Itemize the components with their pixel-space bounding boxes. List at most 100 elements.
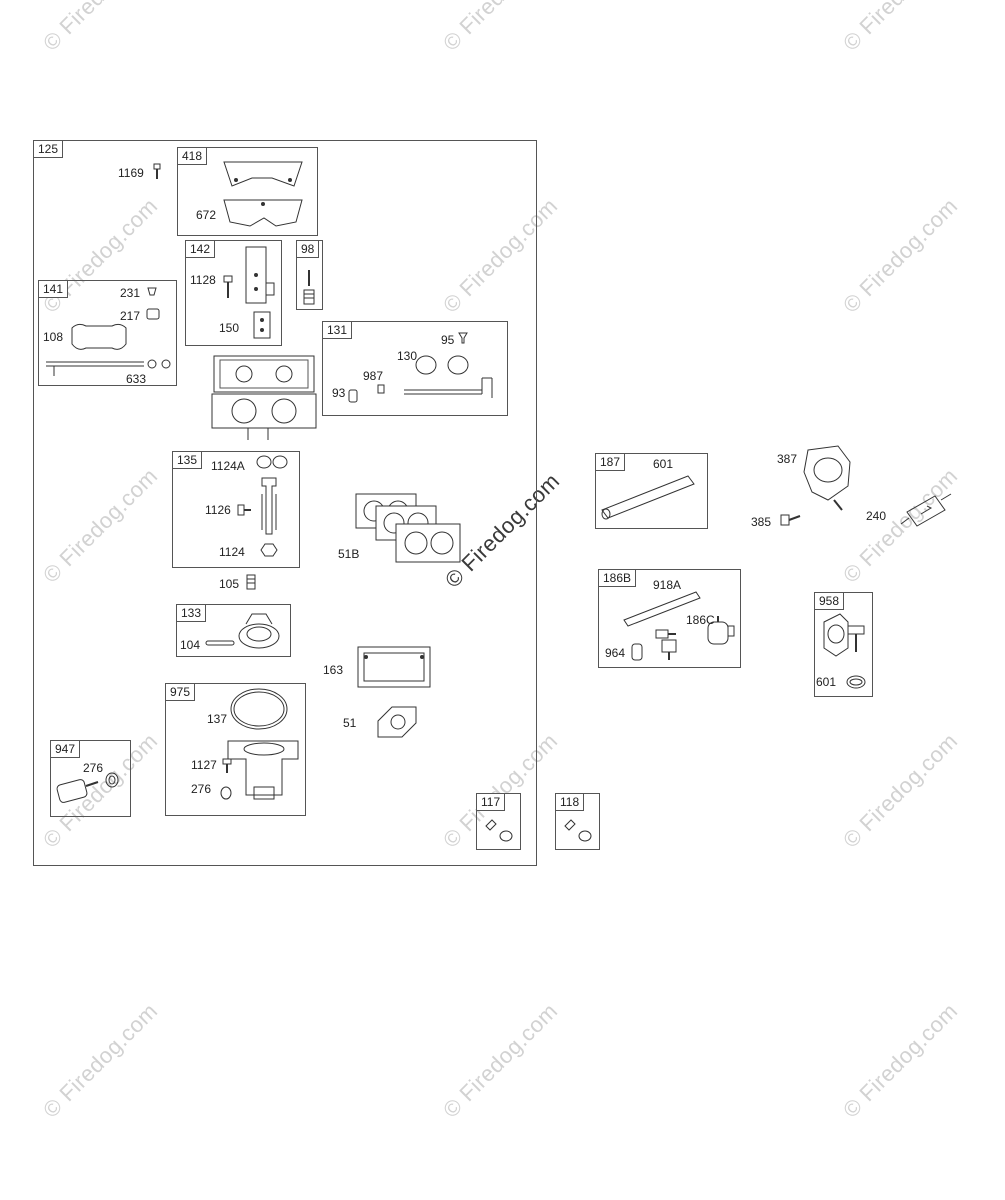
part-label-964: 964 bbox=[605, 646, 626, 660]
fitting-icon bbox=[485, 819, 513, 842]
part-label-186c: 186C bbox=[686, 613, 715, 627]
group-125: 125 bbox=[33, 140, 537, 866]
bushing-icon bbox=[348, 389, 358, 403]
part-label-95: 95 bbox=[441, 333, 455, 347]
screw-icon bbox=[780, 514, 801, 526]
bushing-icon bbox=[146, 308, 160, 320]
group-label-125: 125 bbox=[34, 141, 64, 158]
watermark: © Firedog.com bbox=[438, 0, 563, 56]
screw-icon bbox=[223, 275, 233, 298]
watermark: © Firedog.com bbox=[838, 0, 963, 56]
part-label-1169: 1169 bbox=[118, 166, 144, 180]
part-label-601: 601 bbox=[816, 675, 837, 689]
group-141: 141 bbox=[38, 280, 177, 386]
group-label-131: 131 bbox=[323, 322, 353, 339]
group-label-98: 98 bbox=[297, 241, 320, 258]
part-label-137: 137 bbox=[207, 712, 228, 726]
screw-icon bbox=[222, 758, 232, 773]
part-label-51: 51 bbox=[343, 716, 357, 730]
part-label-918a: 918A bbox=[653, 578, 682, 592]
group-label-133: 133 bbox=[177, 605, 207, 622]
part-label-105: 105 bbox=[219, 577, 240, 591]
part-label-276: 276 bbox=[191, 782, 212, 796]
group-135: 135 bbox=[172, 451, 300, 568]
group-label-117: 117 bbox=[477, 794, 506, 811]
part-label-1124: 1124 bbox=[219, 545, 245, 559]
part-label-1124a: 1124A bbox=[211, 459, 245, 473]
group-98: 98 bbox=[296, 240, 323, 310]
o-ring-icon bbox=[230, 688, 288, 730]
gasket-icon bbox=[223, 199, 303, 227]
throttle-plate-icon bbox=[415, 355, 437, 375]
group-187: 187 bbox=[595, 453, 708, 529]
group-label-141: 141 bbox=[39, 281, 69, 298]
part-label-231: 231 bbox=[120, 286, 141, 300]
part-label-93: 93 bbox=[332, 386, 346, 400]
part-label-987: 987 bbox=[363, 369, 384, 383]
group-117: 117 bbox=[476, 793, 521, 850]
group-label-135: 135 bbox=[173, 452, 203, 469]
jet-icon bbox=[246, 574, 256, 590]
part-label-240: 240 bbox=[866, 509, 887, 523]
shutoff-valve-icon bbox=[823, 613, 865, 657]
clamp-icon bbox=[846, 675, 866, 689]
group-975: 975 bbox=[165, 683, 306, 816]
float-icon bbox=[261, 477, 277, 535]
screw-icon bbox=[237, 504, 251, 516]
shaft-icon bbox=[46, 359, 171, 376]
group-142: 142 bbox=[185, 240, 282, 346]
watermark: © Firedog.com bbox=[38, 0, 163, 56]
group-418: 418 bbox=[177, 147, 318, 236]
gasket-icon bbox=[355, 493, 461, 563]
shutoff-valve-icon bbox=[707, 616, 735, 645]
group-label-418: 418 bbox=[178, 148, 208, 165]
throttle-shaft-icon bbox=[404, 377, 493, 398]
group-label-958: 958 bbox=[815, 593, 845, 610]
part-label-130: 130 bbox=[397, 349, 418, 363]
part-label-1126: 1126 bbox=[205, 503, 231, 517]
part-label-108: 108 bbox=[43, 330, 64, 344]
group-label-186b: 186B bbox=[599, 570, 637, 587]
part-label-601: 601 bbox=[653, 457, 674, 471]
watermark: © Firedog.com bbox=[438, 998, 563, 1123]
part-label-217: 217 bbox=[120, 309, 141, 323]
screw-icon bbox=[458, 332, 468, 344]
float-bowl-icon bbox=[227, 740, 299, 800]
plate-icon bbox=[253, 311, 271, 339]
group-131: 131 bbox=[322, 321, 508, 416]
group-186b: 186B bbox=[598, 569, 741, 668]
washer-icon bbox=[220, 786, 232, 800]
part-label-387: 387 bbox=[777, 452, 798, 466]
bracket-icon bbox=[245, 246, 275, 304]
gasket-icon bbox=[377, 706, 417, 738]
fuel-line-icon bbox=[623, 591, 701, 627]
fitting-icon bbox=[564, 819, 592, 842]
part-label-385: 385 bbox=[751, 515, 772, 529]
screw-icon bbox=[303, 270, 315, 305]
part-label-104: 104 bbox=[180, 638, 201, 652]
part-label-672: 672 bbox=[196, 208, 217, 222]
fuel-filter-icon bbox=[900, 493, 952, 527]
part-label-633: 633 bbox=[126, 372, 147, 386]
solenoid-icon bbox=[56, 772, 119, 803]
group-958: 958 bbox=[814, 592, 873, 697]
group-133: 133 bbox=[176, 604, 291, 657]
group-label-118: 118 bbox=[556, 794, 585, 811]
part-label-276: 276 bbox=[83, 761, 104, 775]
watermark: © Firedog.com bbox=[838, 728, 963, 853]
part-label-51b: 51B bbox=[338, 547, 360, 561]
group-label-187: 187 bbox=[596, 454, 626, 471]
group-label-947: 947 bbox=[51, 741, 81, 758]
bowl-icon bbox=[238, 613, 280, 649]
washer-icon bbox=[377, 384, 385, 394]
fuel-line-icon bbox=[601, 475, 695, 520]
gasket-icon bbox=[357, 646, 431, 688]
clamp-icon bbox=[631, 643, 643, 661]
group-label-975: 975 bbox=[166, 684, 196, 701]
group-118: 118 bbox=[555, 793, 600, 850]
part-label-1127: 1127 bbox=[191, 758, 217, 772]
throttle-plate-icon bbox=[447, 355, 469, 375]
fuel-pump-icon bbox=[803, 445, 851, 511]
fitting-icon bbox=[655, 629, 677, 660]
group-947: 947 bbox=[50, 740, 131, 817]
